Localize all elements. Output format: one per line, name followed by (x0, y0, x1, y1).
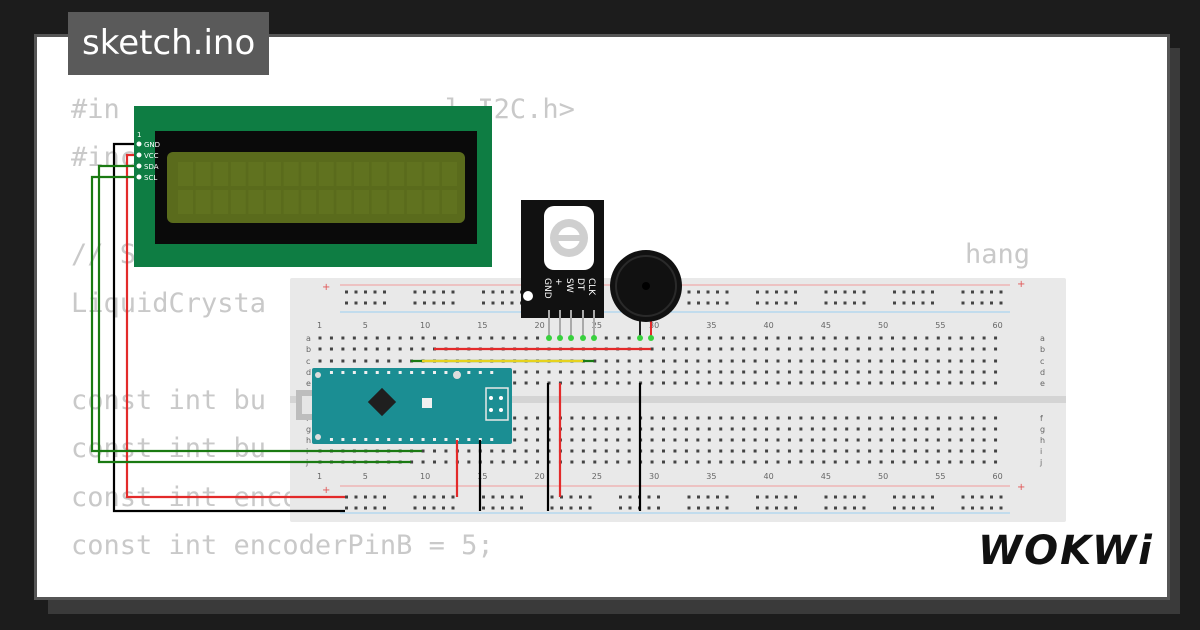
code-line: const int bu (71, 384, 267, 416)
column-number: 50 (878, 321, 888, 330)
wire-gnd (112, 142, 345, 513)
column-number: 25 (592, 472, 602, 481)
column-number: 1 (317, 321, 322, 330)
column-number: 10 (420, 321, 430, 330)
column-number: 1 (317, 472, 322, 481)
row-letter: b (1040, 345, 1045, 354)
encoder-pin-sw-label: SW (564, 278, 574, 293)
column-number: 30 (649, 321, 659, 330)
wire-scl (90, 175, 422, 453)
column-number: 55 (935, 321, 945, 330)
lcd-pin-sda-label: SDA (144, 163, 159, 171)
rail-plus-label: + (322, 282, 330, 293)
code-line: const int bu (71, 433, 267, 464)
rail-plus-label: + (1017, 279, 1025, 290)
row-letter: a (306, 334, 311, 343)
row-letter: b (306, 345, 311, 354)
column-number: 60 (993, 321, 1003, 330)
row-letter: d (306, 368, 311, 377)
column-number: 35 (706, 472, 716, 481)
code-line: #inc (71, 142, 137, 173)
encoder-pin-vcc-label: + (553, 278, 563, 286)
column-number: 10 (420, 472, 430, 481)
column-number: 20 (535, 472, 545, 481)
rail-plus-label: + (1017, 482, 1025, 493)
lcd-character-cells (178, 162, 457, 214)
row-letter: c (306, 357, 310, 366)
code-line: LiquidCrysta (71, 287, 267, 319)
rotary-encoder: CLK DT SW + GND (521, 200, 604, 341)
lcd-pin-gnd-label: GND (144, 141, 160, 149)
column-number: 5 (363, 472, 368, 481)
encoder-pin-clk-label: CLK (586, 278, 596, 296)
encoder-pin-dt-label: DT (575, 278, 585, 291)
row-letter: g (306, 425, 311, 434)
wokwi-logo: WOKWi (978, 528, 1154, 574)
lcd-pin-vcc-label: VCC (144, 152, 159, 160)
column-number: 40 (764, 472, 774, 481)
wires (90, 142, 651, 513)
wire-vcc (125, 153, 345, 499)
lcd-pin-scl-label: SCL (144, 174, 157, 182)
column-number: 45 (821, 472, 831, 481)
column-number: 40 (764, 321, 774, 330)
row-letter: j (1039, 458, 1042, 467)
row-letter: h (1040, 436, 1045, 445)
lcd-pin-label: 1 (137, 131, 141, 139)
row-letter: e (1040, 379, 1045, 388)
row-letter: d (1040, 368, 1045, 377)
row-letter: i (1040, 447, 1042, 456)
column-number: 25 (592, 321, 602, 330)
wire-sda (97, 164, 411, 464)
row-letter: e (306, 379, 311, 388)
row-letter: f (1040, 414, 1043, 423)
row-letter: c (1040, 357, 1044, 366)
arduino-nano (296, 368, 512, 444)
code-line: const int encoderPinB = 5; (71, 530, 494, 561)
sketch-title: sketch.ino (68, 12, 270, 75)
row-letter: a (1040, 334, 1045, 343)
column-number: 5 (363, 321, 368, 330)
column-number: 35 (706, 321, 716, 330)
column-number: 15 (477, 321, 487, 330)
column-number: 55 (935, 472, 945, 481)
row-letter: g (1040, 425, 1045, 434)
encoder-pin-gnd-label: GND (542, 278, 552, 299)
column-number: 20 (535, 321, 545, 330)
column-number: 45 (821, 321, 831, 330)
rail-plus-label: + (322, 485, 330, 496)
column-number: 50 (878, 472, 888, 481)
breadboard-labels: 1155101015152020252530303535404045455050… (305, 321, 1045, 481)
column-number: 30 (649, 472, 659, 481)
piezo-buzzer (610, 250, 682, 341)
column-number: 60 (993, 472, 1003, 481)
lcd-1602-display: 1 GND VCC SDA SCL (134, 106, 492, 267)
row-letter: h (306, 436, 311, 445)
column-number: 15 (477, 472, 487, 481)
